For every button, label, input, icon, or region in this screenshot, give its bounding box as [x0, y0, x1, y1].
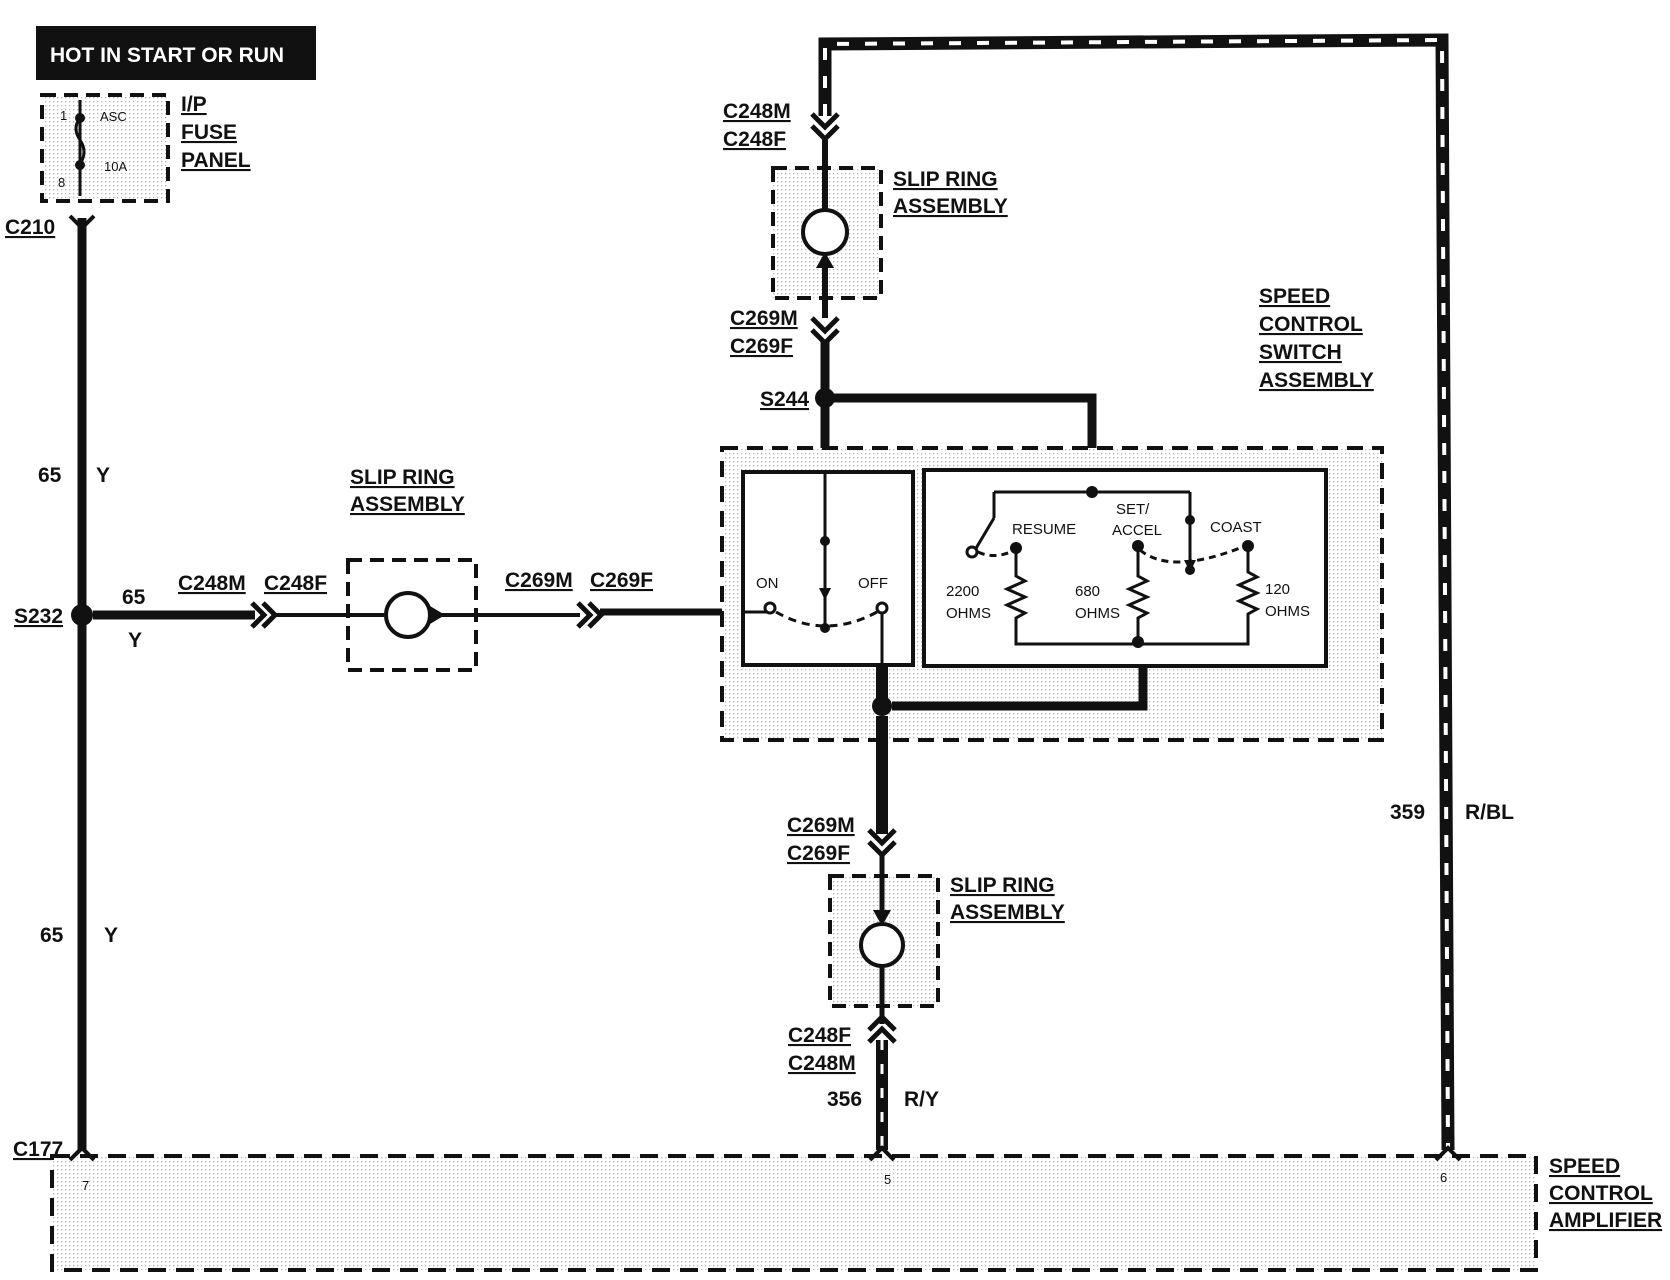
slip-ring-bottom — [828, 856, 940, 1024]
wire-65-lower-color: Y — [104, 924, 118, 947]
connector-left-a-m: C248M — [178, 572, 246, 595]
amplifier-pin-5: 5 — [884, 1172, 891, 1187]
splice-s232 — [71, 604, 93, 626]
r-2200-value: 2200 — [946, 583, 979, 600]
connector-top-f: C248F — [723, 128, 786, 151]
amplifier-pin-6: 6 — [1440, 1170, 1447, 1185]
fuse-icon — [74, 117, 86, 165]
connector-bot-icon — [867, 1013, 897, 1044]
connector-low-f: C269F — [787, 842, 850, 865]
wire-359-r-bl — [818, 33, 1455, 1151]
connector-left-a-icon — [250, 601, 279, 629]
connector-mid-icon — [810, 316, 840, 347]
slip-ring-top-label-2: ASSEMBLY — [893, 195, 1008, 218]
hot-in-start-or-run-banner: HOT IN START OR RUN — [36, 26, 316, 80]
connector-c210-label: C210 — [5, 216, 55, 239]
amplifier-title-3: AMPLIFIER — [1549, 1209, 1662, 1232]
fuse-pin-bottom: 8 — [58, 175, 65, 190]
connector-bot-m: C248M — [788, 1052, 856, 1075]
slip-ring-top-icon — [801, 208, 849, 256]
speed-control-switch-assembly: ON OFF RESUME SET/ ACCEL COAST 2200 OHMS… — [720, 446, 1384, 742]
r-2200-unit: OHMS — [946, 605, 991, 622]
wire-359-circuit: 359 — [1390, 801, 1425, 824]
set-accel-label-1: SET/ — [1116, 501, 1150, 518]
svg-text:FUSE: FUSE — [181, 121, 237, 144]
resistor-680-icon — [1125, 550, 1151, 640]
switch-off-label: OFF — [858, 575, 888, 592]
slip-ring-bottom-label-1: SLIP RING — [950, 874, 1055, 897]
wire-359-color: R/BL — [1465, 801, 1514, 824]
fuse-pin-top: 1 — [60, 108, 67, 123]
r-680-value: 680 — [1075, 583, 1100, 600]
connector-left-b-m: C269M — [505, 569, 573, 592]
speed-control-amplifier: 7 5 6 — [50, 1145, 1538, 1272]
slip-ring-left-label-2: ASSEMBLY — [350, 493, 465, 516]
wire-65-upper-color: Y — [96, 464, 110, 487]
switch-assembly-title-2: CONTROL — [1259, 313, 1363, 336]
wire-356-color: R/Y — [904, 1088, 939, 1111]
connector-low-icon — [867, 828, 897, 859]
connector-left-b-icon — [576, 601, 605, 629]
amplifier-title-2: CONTROL — [1549, 1182, 1653, 1205]
coast-label: COAST — [1210, 519, 1262, 536]
slip-ring-left-icon — [384, 591, 432, 639]
wire-356-circuit: 356 — [827, 1088, 862, 1111]
amplifier-title-1: SPEED — [1549, 1155, 1620, 1178]
resistor-120-icon — [1235, 550, 1261, 640]
connector-top-m: C248M — [723, 100, 791, 123]
svg-text:PANEL: PANEL — [181, 149, 251, 172]
svg-text:HOT IN START OR RUN: HOT IN START OR RUN — [50, 44, 284, 67]
connector-left-b-f: C269F — [590, 569, 653, 592]
fuse-name: ASC — [100, 109, 127, 124]
slip-ring-left — [346, 558, 478, 672]
set-accel-label-2: ACCEL — [1112, 522, 1162, 539]
splice-s244-label: S244 — [760, 388, 809, 411]
connector-c210-icon — [68, 214, 96, 231]
ip-fuse-panel: 1 8 ASC 10A — [40, 93, 170, 203]
wire-65-branch-circuit: 65 — [122, 586, 146, 609]
connector-low-m: C269M — [787, 814, 855, 837]
wire-65-branch-color: Y — [128, 629, 142, 652]
slip-ring-bottom-label-2: ASSEMBLY — [950, 901, 1065, 924]
slip-ring-top — [771, 140, 883, 318]
connector-left-a-f: C248F — [264, 572, 327, 595]
resume-label: RESUME — [1012, 521, 1076, 538]
connector-mid-f: C269F — [730, 335, 793, 358]
svg-text:I/P: I/P — [181, 93, 207, 116]
slip-ring-bottom-icon — [859, 922, 905, 968]
connector-top-icon — [810, 112, 840, 143]
amplifier-pin-7: 7 — [82, 1178, 89, 1193]
switch-assembly-title-1: SPEED — [1259, 285, 1330, 308]
connector-mid-m: C269M — [730, 307, 798, 330]
wire-65-lower-circuit: 65 — [40, 924, 64, 947]
connector-bot-f: C248F — [788, 1024, 851, 1047]
fuse-panel-title: I/P FUSE PANEL — [181, 93, 251, 172]
fuse-rating: 10A — [104, 159, 127, 174]
slip-ring-left-label-1: SLIP RING — [350, 466, 455, 489]
switch-on-label: ON — [756, 575, 779, 592]
splice-s232-label: S232 — [14, 605, 63, 628]
r-680-unit: OHMS — [1075, 605, 1120, 622]
wire-65-upper-circuit: 65 — [38, 464, 62, 487]
r-120-value: 120 — [1265, 581, 1290, 598]
resistor-2200-icon — [1003, 552, 1029, 642]
switch-assembly-title-4: ASSEMBLY — [1259, 369, 1374, 392]
slip-ring-top-label-1: SLIP RING — [893, 168, 998, 191]
switch-assembly-title-3: SWITCH — [1259, 341, 1342, 364]
r-120-unit: OHMS — [1265, 603, 1310, 620]
